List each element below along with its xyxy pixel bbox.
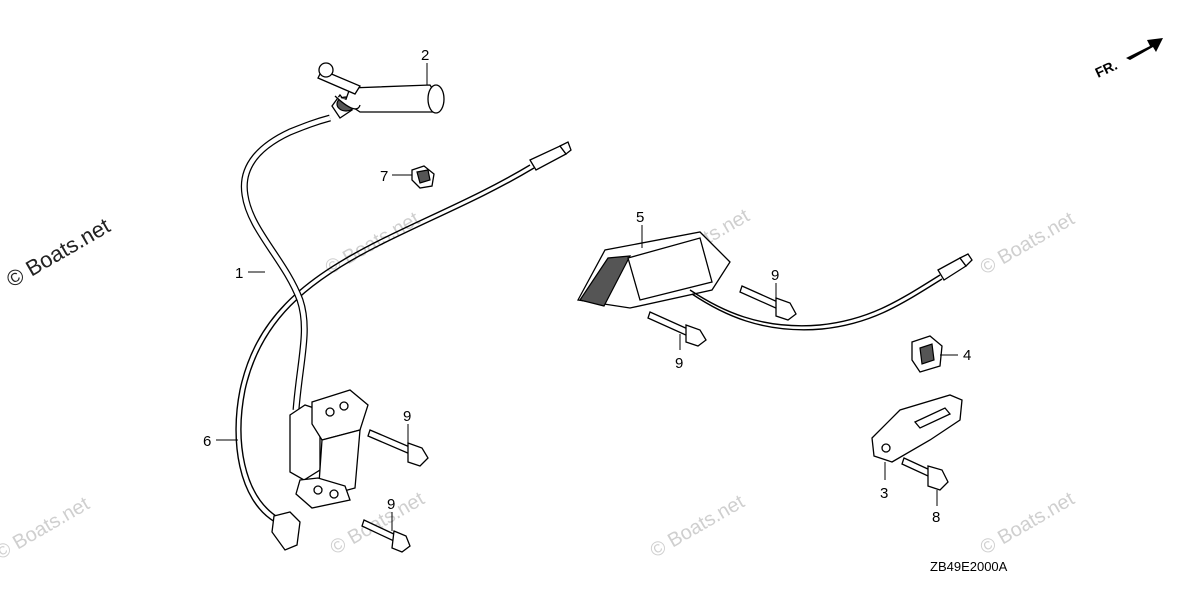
part-1-high-tension-cord: [240, 114, 331, 411]
front-direction-label: FR.: [1093, 57, 1120, 81]
callout-2: 2: [421, 47, 429, 64]
part-6-wire: [235, 141, 572, 551]
front-direction-indicator: FR.: [1093, 38, 1163, 81]
callout-8: 8: [932, 509, 940, 526]
part-9-bolt-module-right: [739, 285, 797, 321]
front-arrow-icon: [1126, 38, 1163, 60]
callout-9-coil-upper: 9: [403, 408, 411, 425]
part-9-bolt-module-left: [647, 311, 707, 347]
watermark: © Boats.net: [977, 488, 1079, 560]
watermark: © Boats.net: [0, 493, 94, 565]
callout-9-module-right: 9: [771, 267, 779, 284]
watermark: © Boats.net: [977, 208, 1079, 280]
leader-lines: [216, 63, 958, 531]
part-7-clip: [411, 165, 435, 189]
callout-1: 1: [235, 265, 243, 282]
ignition-coil: [289, 389, 369, 509]
part-8-bolt: [901, 457, 949, 491]
callout-3: 3: [880, 485, 888, 502]
callout-6: 6: [203, 433, 211, 450]
callout-9-module-left: 9: [675, 355, 683, 372]
diagram-code: ZB49E2000A: [930, 559, 1008, 574]
callouts: 2 7 1 5 9 9 4 9 6 3 8 9: [203, 47, 971, 526]
part-4-grommet: [911, 335, 943, 373]
watermarks: © Boats.net © Boats.net © Boats.net © Bo…: [0, 205, 1079, 565]
callout-7: 7: [380, 168, 388, 185]
part-9-bolt-lower: [361, 519, 411, 553]
part-9-bolt-upper: [367, 429, 429, 467]
part-3-bracket: [871, 394, 963, 463]
part-2-plug-cap: [317, 62, 445, 119]
callout-4: 4: [963, 347, 971, 364]
part-5-module: [576, 231, 973, 331]
watermark-left: © Boats.net: [2, 213, 114, 292]
callout-5: 5: [636, 209, 644, 226]
watermark: © Boats.net: [647, 491, 749, 563]
callout-9-coil-lower: 9: [387, 496, 395, 513]
